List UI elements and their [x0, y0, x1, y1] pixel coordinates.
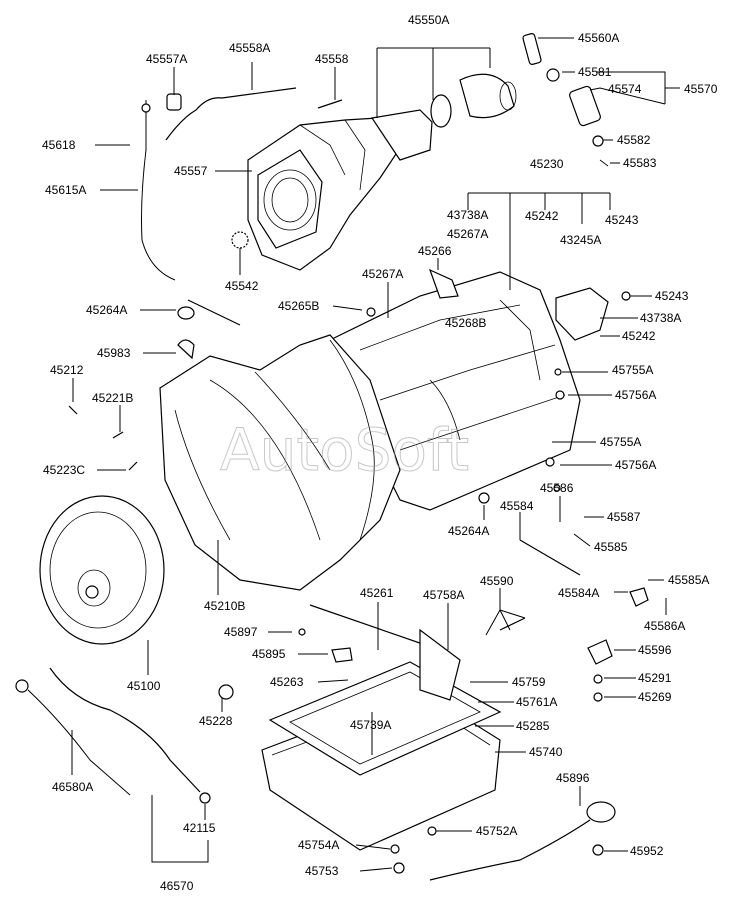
label-45581: 45581	[578, 65, 612, 79]
label-45584: 45584	[500, 499, 534, 513]
label-46570: 46570	[160, 879, 194, 893]
label-45550A: 45550A	[408, 13, 449, 27]
cover-plate-drawing	[555, 287, 609, 341]
label-45221B: 45221B	[92, 391, 133, 405]
label-45739A: 45739A	[350, 718, 391, 732]
leader-lines	[71, 37, 680, 872]
label-45267A-top: 45267A	[447, 227, 488, 241]
label-45587: 45587	[607, 510, 641, 524]
label-45210B: 45210B	[204, 599, 245, 613]
label-45223C: 45223C	[43, 463, 85, 477]
label-45983: 45983	[97, 346, 131, 360]
label-45570: 45570	[684, 82, 718, 96]
extension-housing-drawing	[247, 109, 433, 271]
label-45212: 45212	[50, 363, 84, 377]
converter-housing-drawing	[159, 334, 401, 591]
label-45100: 45100	[127, 679, 161, 693]
label-42115: 42115	[183, 821, 216, 835]
label-45897: 45897	[224, 625, 258, 639]
boot-drawing	[430, 73, 517, 128]
gear-drawing	[231, 231, 249, 249]
label-45753: 45753	[305, 864, 339, 878]
label-45267A-mid: 45267A	[362, 267, 403, 281]
label-45583: 45583	[623, 156, 657, 170]
shift-linkage-drawing	[309, 604, 526, 701]
label-45596: 45596	[638, 643, 672, 657]
label-45560A: 45560A	[578, 31, 619, 45]
label-45756A-a: 45756A	[615, 388, 656, 402]
label-45585: 45585	[594, 540, 628, 554]
oil-pan-drawing	[261, 661, 502, 851]
label-45558A: 45558A	[229, 41, 270, 55]
label-45242-right: 45242	[622, 329, 656, 343]
label-45752A: 45752A	[476, 824, 517, 838]
label-45265B: 45265B	[278, 299, 319, 313]
label-45264A-mid: 45264A	[448, 524, 489, 538]
label-45285: 45285	[516, 719, 550, 733]
label-43738A-right: 43738A	[640, 311, 681, 325]
label-45755A-a: 45755A	[612, 363, 653, 377]
label-45243-top: 45243	[605, 213, 639, 227]
label-45896: 45896	[556, 771, 590, 785]
label-45756A-b: 45756A	[615, 458, 656, 472]
harness-drawing	[429, 801, 616, 881]
label-45582: 45582	[617, 133, 651, 147]
speedometer-gear-drawing	[522, 33, 609, 167]
label-45557A: 45557A	[146, 52, 187, 66]
label-45243-right: 45243	[655, 289, 689, 303]
label-45740: 45740	[529, 745, 563, 759]
torque-converter-drawing	[39, 495, 165, 645]
label-45264A-left: 45264A	[86, 303, 127, 317]
label-45586: 45586	[540, 481, 574, 495]
label-45754A: 45754A	[298, 838, 339, 852]
label-45230: 45230	[530, 157, 564, 171]
label-45542: 45542	[225, 279, 259, 293]
label-45291: 45291	[638, 671, 672, 685]
label-45590: 45590	[480, 574, 514, 588]
label-45242-top: 45242	[525, 209, 559, 223]
filler-tube-drawing	[15, 667, 201, 796]
part-labels: 45550A 45560A 45557A 45558A 45558 45581 …	[42, 13, 718, 893]
label-45758A: 45758A	[423, 588, 464, 602]
label-46580A: 46580A	[52, 780, 93, 794]
label-45261: 45261	[360, 586, 394, 600]
label-45586A: 45586A	[644, 619, 685, 633]
label-45557: 45557	[174, 164, 208, 178]
label-45618: 45618	[42, 138, 76, 152]
label-45268B: 45268B	[445, 316, 486, 330]
label-45761A: 45761A	[516, 695, 557, 709]
label-45263: 45263	[270, 675, 304, 689]
label-45755A-b: 45755A	[600, 435, 641, 449]
label-45585A: 45585A	[668, 573, 709, 587]
label-43738A-top: 43738A	[447, 208, 488, 222]
label-45895: 45895	[252, 647, 286, 661]
label-45228: 45228	[199, 714, 233, 728]
small-parts-drawing	[68, 268, 649, 874]
label-45266: 45266	[418, 244, 452, 258]
hose-and-cable-drawing	[141, 87, 343, 326]
label-45615A: 45615A	[45, 183, 86, 197]
label-45558: 45558	[315, 52, 349, 66]
label-45759: 45759	[512, 675, 546, 689]
label-45584A: 45584A	[558, 586, 599, 600]
label-45269: 45269	[638, 690, 672, 704]
label-43245A: 43245A	[560, 233, 601, 247]
label-45952: 45952	[630, 844, 664, 858]
label-45574: 45574	[608, 82, 642, 96]
watermark-text: AutoSoft	[220, 416, 469, 484]
